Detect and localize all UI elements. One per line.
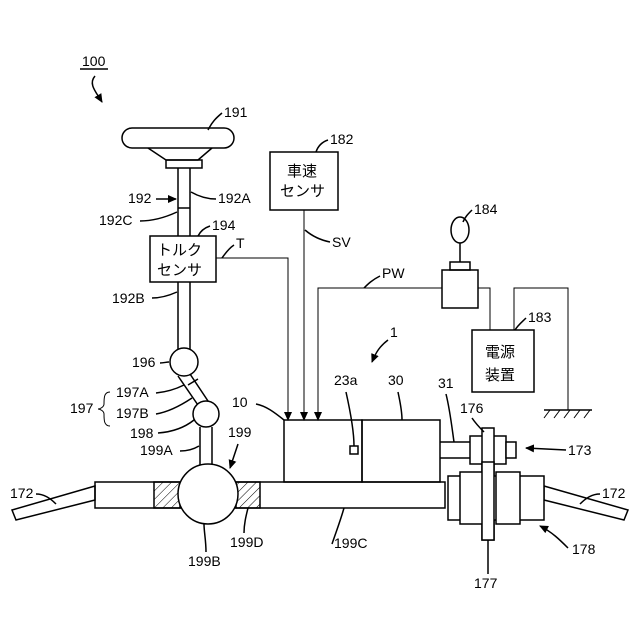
ignition-to-power-line: [478, 288, 490, 330]
label-power-supply: 183: [528, 309, 552, 325]
power-signal-line: [318, 288, 442, 420]
leader-10: [256, 404, 284, 420]
label-rack-d: 199D: [230, 534, 263, 550]
label-motor: 30: [388, 372, 404, 388]
label-joint-196: 196: [132, 354, 156, 370]
label-device: 1: [390, 324, 398, 340]
label-belt-177: 177: [474, 575, 498, 591]
label-speed-signal: SV: [332, 234, 351, 250]
label-pinion-shaft: 199A: [140, 442, 173, 458]
link-brace: [98, 392, 110, 426]
leader-23a: [346, 392, 354, 446]
label-power-signal: PW: [382, 265, 405, 281]
leader-176: [472, 418, 484, 432]
leader-194: [198, 226, 210, 236]
label-gear-173: 173: [568, 442, 592, 458]
leader-199d: [244, 508, 248, 533]
leader-199a: [180, 446, 199, 451]
torque-signal-line: [216, 258, 288, 420]
label-shaft-b: 192B: [112, 290, 145, 306]
leader-197a: [156, 385, 184, 393]
leader-199: [230, 444, 238, 468]
label-sensor-23a: 23a: [334, 372, 358, 388]
label-tie-rod-right: 172: [602, 485, 626, 501]
label-controller: 10: [232, 394, 248, 410]
label-ignition-switch: 184: [474, 201, 498, 217]
label-ball-screw: 178: [572, 541, 596, 557]
label-vehicle-speed-sensor: 182: [330, 131, 354, 147]
leader-183: [515, 318, 526, 330]
label-joint-198: 198: [130, 425, 154, 441]
motor-box: [362, 420, 440, 482]
sensor-23a-box: [350, 446, 358, 454]
ground-symbol: [544, 410, 592, 418]
steering-shaft-lower: [178, 282, 190, 350]
rack-housing: [95, 482, 445, 508]
ignition-switch: [442, 217, 478, 308]
leader-30: [398, 392, 402, 420]
leader-173: [526, 448, 566, 450]
leader-192b: [152, 292, 177, 298]
label-torque-signal: T: [236, 235, 245, 251]
steering-shaft-upper: [178, 168, 190, 236]
vehicle-speed-sensor-text-1: 車速: [287, 162, 317, 180]
label-rack-pinion: 199: [228, 424, 252, 440]
leader-192c: [140, 212, 177, 221]
label-torque-sensor: 194: [212, 217, 236, 233]
leader-device: [372, 340, 388, 362]
label-output-shaft: 31: [438, 375, 454, 391]
label-link-a: 197A: [116, 384, 149, 400]
vehicle-speed-sensor-box: [270, 152, 338, 210]
leader-198: [158, 420, 194, 433]
label-link: 197: [70, 400, 94, 416]
leader-197b: [156, 398, 192, 414]
power-supply-text-1: 電源: [485, 343, 515, 361]
torque-sensor-text-1: トルク: [157, 241, 202, 259]
leader-sv: [305, 230, 330, 242]
steering-wheel: [122, 128, 234, 168]
label-system-arrow: [92, 76, 102, 102]
label-steering-wheel: 191: [224, 104, 248, 120]
leader-199b: [204, 524, 206, 552]
leader-pw: [364, 276, 380, 288]
label-pinion: 199B: [188, 553, 221, 569]
label-rack-c: 199C: [334, 535, 367, 551]
power-supply-text-2: 装置: [485, 366, 515, 384]
leader-t: [222, 245, 234, 258]
leader-31: [446, 394, 454, 442]
label-system: 100: [82, 53, 106, 69]
leader-178: [540, 526, 568, 548]
ball-screw-nut: [448, 462, 544, 540]
leader-196: [160, 362, 169, 363]
label-pulley-176: 176: [460, 400, 484, 416]
universal-joint-198: [193, 401, 219, 427]
output-shaft: [440, 442, 470, 458]
leader-192a: [191, 192, 216, 199]
leader-184: [463, 210, 472, 222]
label-shaft-c: 192C: [99, 212, 132, 228]
label-shaft: 192: [128, 190, 152, 206]
universal-joint-196: [170, 348, 198, 376]
label-tie-rod-left: 172: [10, 485, 34, 501]
vehicle-speed-sensor-text-2: センサ: [280, 182, 325, 200]
torque-sensor-text-2: センサ: [157, 261, 202, 279]
pinion-gear: [178, 464, 238, 524]
leader-182: [316, 140, 328, 152]
label-shaft-a: 192A: [218, 190, 251, 206]
label-link-b: 197B: [116, 405, 149, 421]
